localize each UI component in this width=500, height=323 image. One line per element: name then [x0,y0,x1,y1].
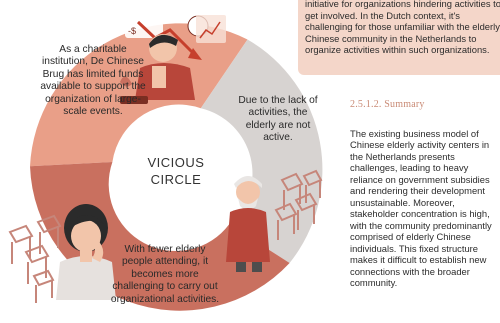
sad-woman-illustration [8,204,116,303]
text-fewer-elderly: With fewer elderly people attending, it … [110,244,220,305]
center-label-line2: CIRCLE [150,171,202,187]
note-text: initiative for organizations hindering a… [305,0,500,56]
summary-paragraph: The existing business model of Chinese e… [350,128,498,289]
note-box: initiative for organizations hindering a… [298,0,500,75]
summary-text: The existing business model of Chinese e… [350,128,492,289]
center-circle [119,108,235,224]
text-elderly-not-active: Due to the lack of activities, the elder… [238,95,318,144]
text-limited-funds: As a charitable institution, De Chinese … [40,44,146,118]
elderly-man-illustration [226,169,323,272]
center-label-line1: VICIOUS [147,155,205,170]
svg-text:-$: -$ [128,26,136,36]
center-label: VICIOUS CIRCLE [126,155,226,189]
section-heading: 2.5.1.2. Summary [350,99,425,110]
stressed-man-illustration: -$ [120,15,226,104]
vicious-circle-diagram: -$ [8,15,323,311]
